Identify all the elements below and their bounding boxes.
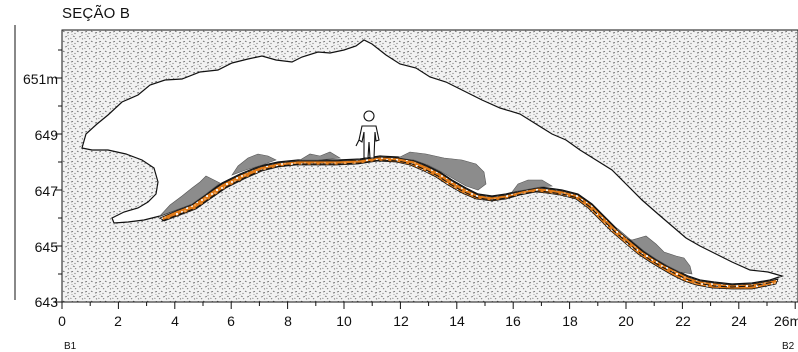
speleothem-deposit-crest-mid	[298, 151, 341, 161]
sediment-layer	[159, 156, 779, 290]
x-tick-label: 16	[505, 313, 521, 329]
x-tick-label: 18	[562, 313, 578, 329]
y-tick-label: 643	[35, 294, 59, 310]
speleothem-deposit-right	[611, 228, 693, 275]
human-scale-figure	[355, 110, 380, 159]
x-tick-label: 14	[449, 313, 465, 329]
x-tick-label: 26m	[774, 313, 798, 329]
x-tick-label: 6	[227, 313, 235, 329]
x-tick-label: 22	[675, 313, 691, 329]
floor-dashed-line	[161, 159, 775, 288]
x-tick-label: 2	[114, 313, 122, 329]
y-axis	[55, 49, 62, 303]
x-tick-label: 10	[336, 313, 352, 329]
x-tick-label: 0	[58, 313, 66, 329]
endpoint-right-label: B2	[782, 341, 795, 352]
section-title: SEÇÃO B	[62, 5, 131, 22]
y-tick-label: 647	[35, 183, 59, 199]
x-axis	[61, 302, 796, 309]
speleothem-deposit-crest-left	[231, 153, 277, 176]
x-tick-label: 8	[284, 313, 292, 329]
y-tick-label: 649	[35, 127, 59, 143]
y-tick-label: 645	[35, 239, 59, 255]
x-tick-label: 24	[731, 313, 747, 329]
y-tick-label: 651m	[23, 71, 58, 87]
endpoint-left-label: B1	[64, 341, 77, 352]
x-tick-label: 20	[618, 313, 634, 329]
speleothem-deposit-left	[157, 175, 221, 219]
x-tick-label: 12	[393, 313, 409, 329]
speleothem-deposit-crest-right	[396, 151, 487, 191]
speleothem-deposit-mid	[511, 179, 553, 193]
x-tick-label: 4	[171, 313, 179, 329]
